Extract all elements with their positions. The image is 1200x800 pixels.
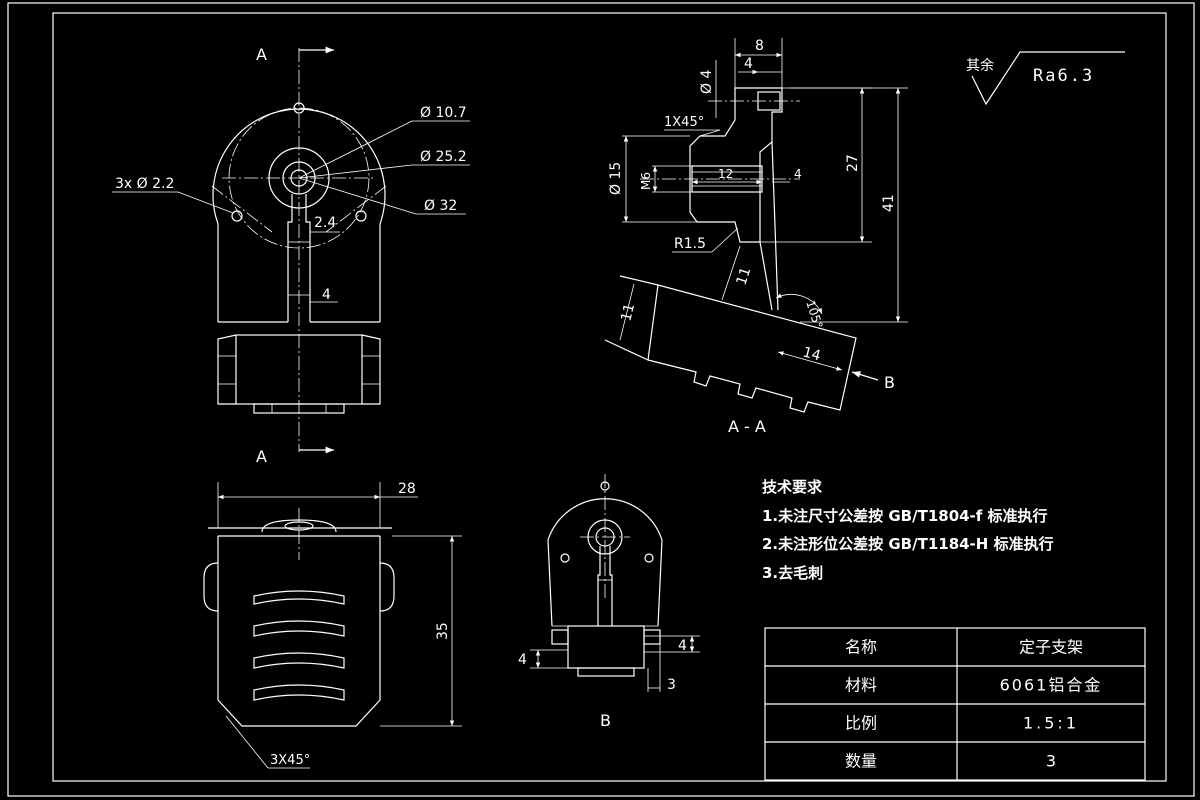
tech-title: 技术要求 xyxy=(762,478,823,496)
section-view: 8 4 Ø 4 1X45° Ø 15 M6 12 4 27 41 R1.5 11 xyxy=(604,38,908,436)
dim-h35: 35 xyxy=(435,622,451,640)
dim-w2-4: 2.4 xyxy=(314,215,336,231)
dim-h41: 41 xyxy=(881,194,897,212)
dim-d10-7: Ø 10.7 xyxy=(420,105,467,121)
dim-b3: 3 xyxy=(667,677,676,693)
section-label-top: A xyxy=(256,45,267,64)
tech-item-2: 2.未注形位公差按 GB/T1184-H 标准执行 xyxy=(762,535,1054,553)
roughness-prefix: 其余 xyxy=(966,57,994,74)
view-b: 4 4 3 B xyxy=(518,474,700,730)
tb-label-scale: 比例 xyxy=(845,714,877,733)
dim-b4-left: 4 xyxy=(518,652,527,668)
roughness-symbol: 其余 Ra6.3 xyxy=(966,51,1125,106)
title-block: 名称 定子支架 材料 6061铝合金 比例 1.5:1 数量 3 xyxy=(764,627,1146,781)
tb-label-qty: 数量 xyxy=(845,752,877,771)
dim-h27: 27 xyxy=(845,154,861,172)
view-b-arrow: B xyxy=(884,373,895,392)
outer-frame xyxy=(7,2,1195,797)
tech-item-1: 1.未注尺寸公差按 GB/T1804-f 标准执行 xyxy=(762,507,1048,525)
dim-b4-right: 4 xyxy=(678,638,687,654)
dim-chamfer3: 3X45° xyxy=(270,753,310,768)
roughness-value: Ra6.3 xyxy=(1033,66,1094,86)
dim-d25-2: Ø 25.2 xyxy=(420,149,467,165)
dim-l4-sec: 4 xyxy=(794,167,802,181)
dim-ang105: 105° xyxy=(803,299,825,331)
front-view: A A Ø 10.7 Ø 25.2 Ø 32 3x Ø 2.2 2.4 4 xyxy=(112,45,470,466)
tech-requirements: 技术要求 1.未注尺寸公差按 GB/T1804-f 标准执行 2.未注形位公差按… xyxy=(762,478,1054,582)
tb-value-scale: 1.5:1 xyxy=(1023,714,1079,733)
dim-w8: 8 xyxy=(755,38,764,54)
tb-label-name: 名称 xyxy=(845,638,877,657)
dim-d32: Ø 32 xyxy=(424,198,457,214)
dim-d15: Ø 15 xyxy=(608,162,624,195)
dim-chamfer1: 1X45° xyxy=(664,115,704,130)
tb-value-name: 定子支架 xyxy=(1019,638,1083,657)
tb-value-qty: 3 xyxy=(1046,752,1056,771)
tech-item-3: 3.去毛刺 xyxy=(762,564,823,582)
view-b-title: B xyxy=(600,711,611,730)
tb-value-material: 6061铝合金 xyxy=(1000,676,1103,695)
section-label-bottom: A xyxy=(256,447,267,466)
dim-holes: 3x Ø 2.2 xyxy=(115,176,174,192)
dim-l11-a: 11 xyxy=(734,265,755,287)
dim-r1-5: R1.5 xyxy=(674,236,706,252)
dim-m6: M6 xyxy=(639,172,653,190)
dim-w28: 28 xyxy=(398,481,416,497)
dim-l14: 14 xyxy=(801,344,822,364)
dim-w4-front: 4 xyxy=(322,287,331,303)
dim-l11-b: 11 xyxy=(618,302,638,323)
dim-l12: 12 xyxy=(718,167,733,181)
tb-label-material: 材料 xyxy=(845,676,877,695)
side-view: 28 35 3X45° xyxy=(203,481,462,769)
dim-d4-sec: Ø 4 xyxy=(699,70,715,94)
dim-w4-sec: 4 xyxy=(744,56,753,72)
inner-frame xyxy=(52,12,1167,782)
section-title: A - A xyxy=(728,417,766,436)
